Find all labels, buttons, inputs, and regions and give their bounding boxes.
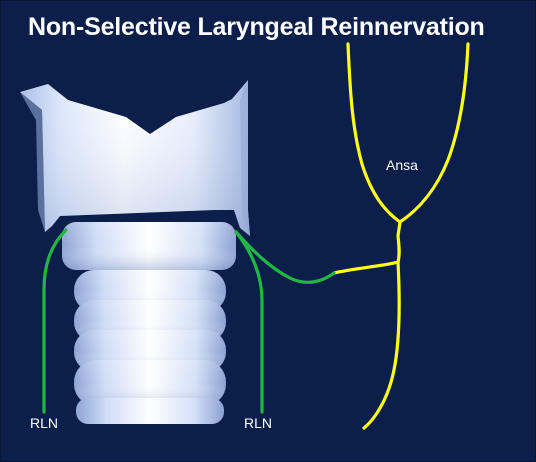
rln-nerves <box>42 228 336 414</box>
rln-left-label: RLN <box>30 415 58 431</box>
ansa-nerve <box>332 42 470 430</box>
tracheal-rings <box>74 270 226 424</box>
rln-right-nerve <box>234 230 264 414</box>
rln-anastomosis <box>234 230 336 284</box>
rln-left-nerve <box>42 228 68 414</box>
ansa-label: Ansa <box>386 157 418 173</box>
trachea <box>62 222 236 424</box>
slide-title: Non-Selective Laryngeal Reinnervation <box>28 13 485 41</box>
thyroid-cartilage <box>20 80 250 236</box>
rln-right-label: RLN <box>244 415 272 431</box>
